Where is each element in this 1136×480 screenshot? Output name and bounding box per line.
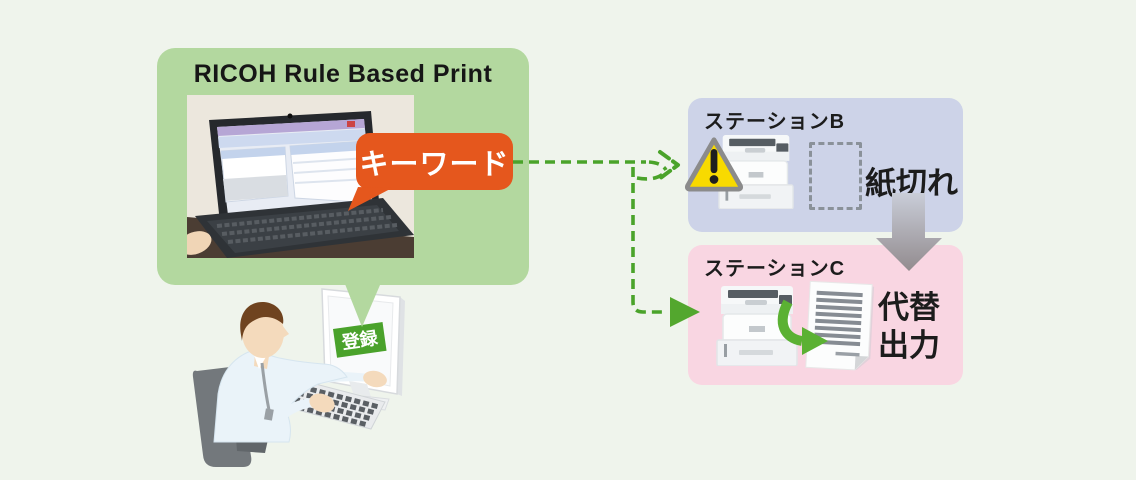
dashed-arrow-to-station-c: [631, 167, 665, 314]
station-c-status: 代替 出力: [878, 289, 940, 365]
laptop-photo: [187, 95, 414, 258]
empty-paper-outline-icon: [809, 142, 862, 210]
printed-document-icon: [805, 280, 875, 371]
panel-tail-pointer: [345, 284, 380, 327]
keyword-bubble-tail: [348, 187, 392, 211]
printer-icon: [715, 286, 799, 367]
open-arrowhead-icon: [657, 150, 680, 181]
station-c-panel: ステーションC: [688, 245, 963, 385]
printer-icon: [717, 135, 795, 210]
ricoh-rule-based-print-panel: RICOH Rule Based Print: [157, 48, 529, 285]
gray-down-arrow-icon: [876, 193, 942, 271]
person: [213, 301, 387, 443]
laptop-photo-illustration: [187, 95, 414, 258]
monitor: 登録: [321, 288, 405, 411]
station-b-label: ステーションB: [704, 111, 846, 133]
keyword-bubble-label: キーワード: [359, 148, 510, 181]
warning-icon: [683, 135, 745, 193]
keyword-bubble: キーワード: [356, 133, 513, 190]
register-label: 登録: [333, 322, 387, 358]
panel-title: RICOH Rule Based Print: [193, 60, 493, 88]
person-at-desk-illustration: 登録: [192, 288, 405, 467]
curved-arrow-icon: [772, 299, 838, 357]
station-c-label: ステーションC: [704, 258, 846, 280]
station-c-status-line1: 代替: [878, 290, 940, 325]
station-c-status-line2: 出力: [878, 328, 940, 363]
